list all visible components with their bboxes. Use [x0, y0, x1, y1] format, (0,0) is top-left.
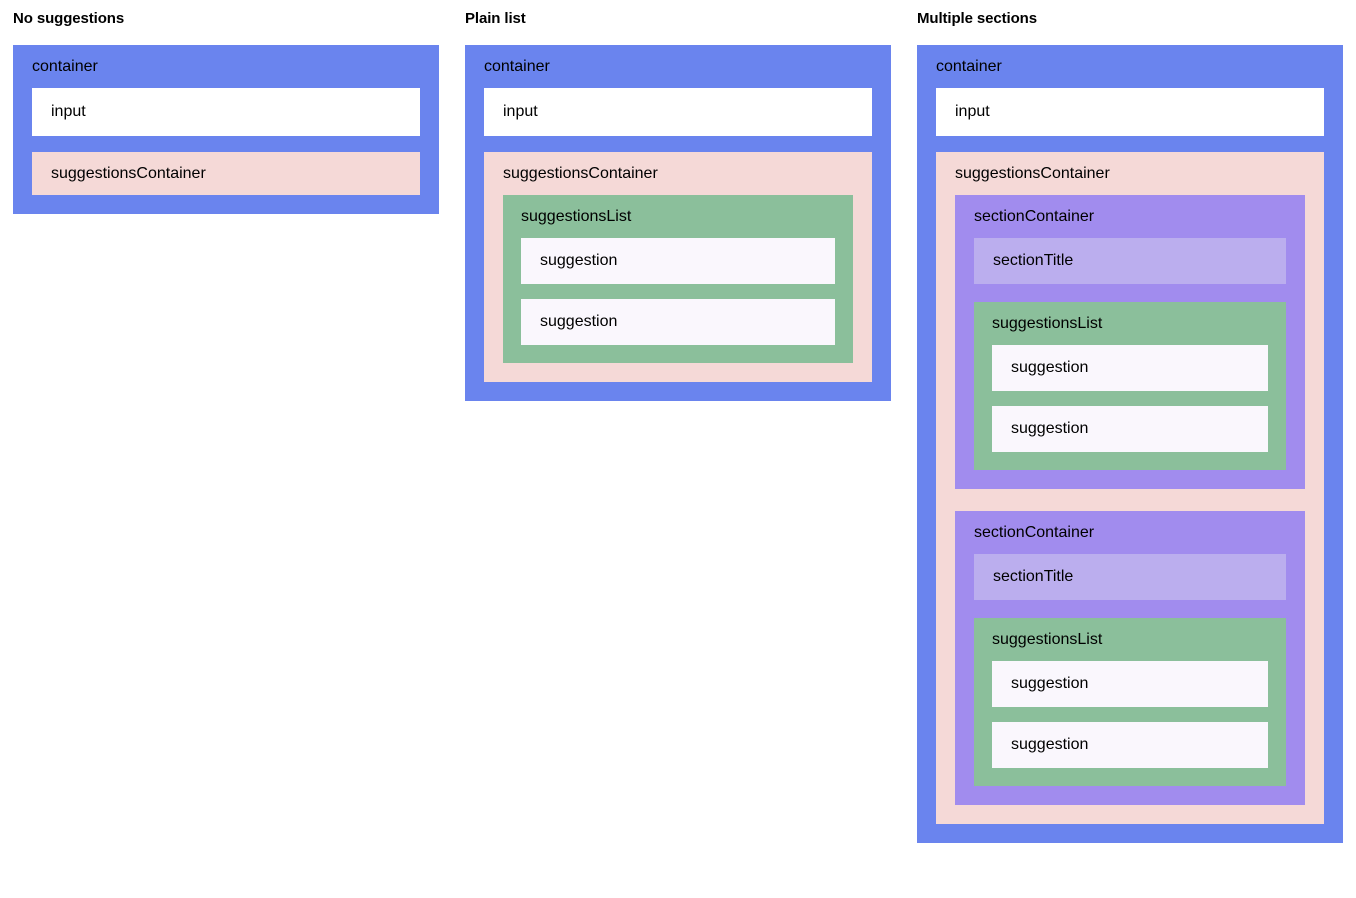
container-label: container	[484, 58, 550, 75]
column-plain-list: Plain list container input suggestionsCo…	[452, 10, 904, 401]
suggestion-item[interactable]: suggestion	[992, 406, 1268, 452]
suggestion-item[interactable]: suggestion	[992, 345, 1268, 391]
container-label: container	[32, 58, 98, 75]
section-title-box: sectionTitle	[974, 554, 1286, 600]
suggestion-item[interactable]: suggestion	[521, 238, 835, 284]
anatomy-board: No suggestions container input suggestio…	[0, 10, 1356, 843]
column-heading: No suggestions	[13, 10, 125, 27]
suggestions-container-label: suggestionsContainer	[503, 165, 658, 182]
suggestion-label: suggestion	[1011, 420, 1089, 437]
suggestion-label: suggestion	[1011, 736, 1089, 753]
container-box[interactable]: container input suggestionsContainer sec…	[917, 45, 1343, 843]
section-title-label: sectionTitle	[993, 568, 1074, 585]
suggestion-item[interactable]: suggestion	[521, 299, 835, 345]
suggestions-container-box[interactable]: suggestionsContainer sectionContainer se…	[936, 152, 1324, 824]
column-heading: Multiple sections	[917, 10, 1037, 27]
suggestions-list-box[interactable]: suggestionsList suggestion suggestion	[974, 618, 1286, 786]
input-box[interactable]: input	[936, 88, 1324, 136]
suggestion-label: suggestion	[540, 313, 618, 330]
section-title-label: sectionTitle	[993, 252, 1074, 269]
suggestions-list-label: suggestionsList	[992, 631, 1103, 648]
section-container-label: sectionContainer	[974, 208, 1095, 225]
suggestions-list-label: suggestionsList	[992, 315, 1103, 332]
input-label: input	[503, 103, 538, 120]
container-label: container	[936, 58, 1002, 75]
suggestions-container-box[interactable]: suggestionsContainer suggestionsList sug…	[484, 152, 872, 382]
column-multiple-sections: Multiple sections container input sugges…	[904, 10, 1356, 843]
input-box[interactable]: input	[32, 88, 420, 136]
input-label: input	[51, 103, 86, 120]
suggestions-container-label: suggestionsContainer	[955, 165, 1110, 182]
suggestion-item[interactable]: suggestion	[992, 661, 1268, 707]
suggestion-label: suggestion	[540, 252, 618, 269]
suggestions-container-box[interactable]: suggestionsContainer	[32, 152, 420, 195]
section-title-box: sectionTitle	[974, 238, 1286, 284]
suggestions-list-box[interactable]: suggestionsList suggestion suggestion	[974, 302, 1286, 470]
column-no-suggestions: No suggestions container input suggestio…	[0, 10, 452, 214]
suggestions-list-label: suggestionsList	[521, 208, 632, 225]
suggestion-label: suggestion	[1011, 675, 1089, 692]
section-container-box[interactable]: sectionContainer sectionTitle suggestion…	[955, 195, 1305, 489]
suggestion-item[interactable]: suggestion	[992, 722, 1268, 768]
section-container-label: sectionContainer	[974, 524, 1095, 541]
container-box[interactable]: container input suggestionsContainer sug…	[465, 45, 891, 401]
suggestions-container-label: suggestionsContainer	[51, 165, 206, 182]
input-box[interactable]: input	[484, 88, 872, 136]
suggestion-label: suggestion	[1011, 359, 1089, 376]
input-label: input	[955, 103, 990, 120]
column-heading: Plain list	[465, 10, 526, 27]
suggestions-list-box[interactable]: suggestionsList suggestion suggestion	[503, 195, 853, 363]
container-box[interactable]: container input suggestionsContainer	[13, 45, 439, 214]
section-container-box[interactable]: sectionContainer sectionTitle suggestion…	[955, 511, 1305, 805]
